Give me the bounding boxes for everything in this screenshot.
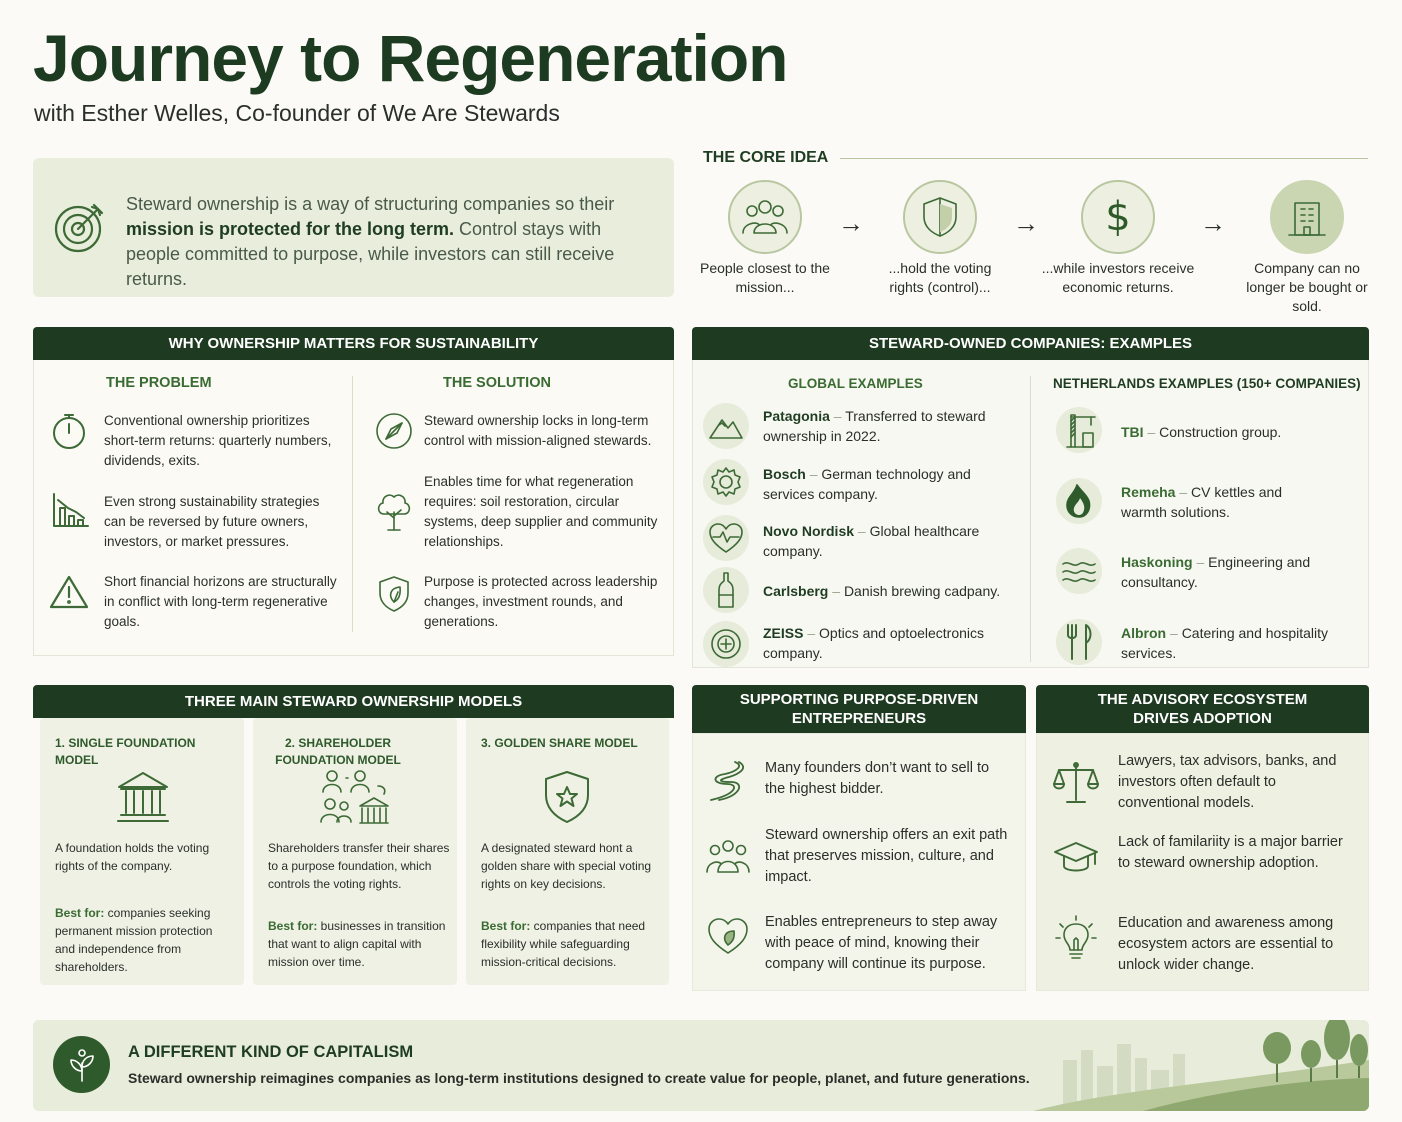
example-netherlands: Haskoning – Engineering and consultancy. — [1121, 554, 1311, 590]
model-description: A foundation holds the voting rights of … — [55, 841, 210, 873]
problem-text: Short financial horizons are structurall… — [104, 574, 337, 629]
cutlery-icon — [1056, 619, 1102, 665]
model-card — [40, 718, 244, 985]
divider — [840, 158, 1368, 159]
example-global: ZEISS – Optics and optoelectronics compa… — [763, 625, 985, 661]
mountain-icon — [703, 403, 749, 449]
lightbulb-icon — [1055, 914, 1097, 962]
waves-icon — [1056, 548, 1102, 594]
landscape-illustration — [1033, 1020, 1369, 1111]
model-best-for: Best for: companies that need flexibilit… — [481, 919, 646, 969]
why-bar: WHY OWNERSHIP MATTERS FOR SUSTAINABILITY — [33, 327, 674, 360]
advisory-text: Education and awareness among ecosystem … — [1118, 915, 1334, 973]
page-title: Journey to Regeneration — [33, 21, 788, 95]
example-global: Novo Nordisk – Global healthcare company… — [763, 523, 980, 559]
capitalism-banner — [33, 1020, 1369, 1111]
divider — [1030, 376, 1031, 662]
model-card — [466, 718, 669, 985]
crane-icon — [1056, 407, 1102, 453]
building-icon — [1270, 180, 1344, 254]
solution-text: Enables time for what regeneration requi… — [424, 474, 658, 549]
shield-icon — [903, 180, 977, 254]
supporting-panel — [692, 733, 1026, 991]
tree-icon — [374, 490, 414, 532]
sprout-icon — [53, 1036, 110, 1093]
stopwatch-icon — [50, 411, 88, 451]
graduation-cap-icon — [1053, 840, 1099, 874]
page-subtitle: with Esther Welles, Co-founder of We Are… — [34, 100, 560, 126]
arrow-icon: → — [1200, 208, 1226, 238]
scales-icon — [1053, 760, 1099, 804]
example-global: Patagonia – Transferred to steward owner… — [763, 408, 986, 444]
divider — [352, 376, 353, 632]
advisory-text: Lack of familariity is a major barrier t… — [1118, 834, 1343, 871]
models-bar: THREE MAIN STEWARD OWNERSHIP MODELS — [33, 685, 674, 718]
model-title: 3. GOLDEN SHARE MODEL — [481, 736, 638, 750]
example-global: Carlsberg – Danish brewing cadpany. — [763, 583, 1001, 599]
warning-icon — [49, 574, 89, 610]
foundation-building-icon — [115, 769, 171, 825]
declining-chart-icon — [50, 492, 90, 530]
example-global: Bosch – German technology and services c… — [763, 466, 971, 502]
target-icon — [54, 201, 106, 253]
model-best-for: Best for: businesses in transition that … — [268, 919, 446, 969]
model-card — [253, 718, 457, 985]
heart-leaf-icon — [707, 917, 749, 955]
global-heading: GLOBAL EXAMPLES — [788, 376, 923, 391]
netherlands-heading: NETHERLANDS EXAMPLES (150+ COMPANIES) — [1053, 376, 1361, 391]
definition-box — [33, 158, 674, 297]
solution-text: Purpose is protected across leadership c… — [424, 574, 658, 629]
definition-text: Steward ownership is a way of structurin… — [126, 194, 615, 289]
lens-icon — [703, 621, 749, 667]
model-best-for: Best for: companies seeking permanent mi… — [55, 906, 213, 974]
why-panel — [33, 358, 674, 656]
example-netherlands: TBI – Construction group. — [1121, 424, 1282, 440]
core-step-caption: ...hold the voting rights (control)... — [888, 260, 992, 295]
problem-text: Conventional ownership prioritizes short… — [104, 413, 332, 468]
shareholders-icon — [318, 768, 394, 826]
advisory-text: Lawyers, tax advisors, banks, and invest… — [1118, 753, 1337, 811]
arrow-icon: → — [838, 208, 864, 238]
dollar-icon: $ — [1081, 180, 1155, 254]
supporting-text: Steward ownership offers an exit path th… — [765, 827, 1008, 885]
star-shield-icon — [542, 769, 592, 825]
supporting-text: Enables entrepreneurs to step away with … — [765, 914, 998, 972]
heartbeat-icon — [703, 515, 749, 561]
examples-bar: STEWARD-OWNED COMPANIES: EXAMPLES — [692, 327, 1369, 360]
solution-heading: THE SOLUTION — [443, 375, 551, 391]
model-description: A designated steward hont a golden share… — [481, 841, 652, 891]
capitalism-text: Steward ownership reimagines companies a… — [128, 1070, 1030, 1086]
core-step-caption: ...while investors receive economic retu… — [1041, 260, 1195, 295]
group-icon — [706, 838, 750, 874]
model-title: 1. SINGLE FOUNDATION MODEL — [55, 736, 196, 767]
core-idea-heading: THE CORE IDEA — [703, 149, 829, 166]
capitalism-title: A DIFFERENT KIND OF CAPITALISM — [128, 1043, 414, 1061]
people-icon — [728, 180, 802, 254]
gear-icon — [703, 459, 749, 505]
problem-heading: THE PROBLEM — [106, 375, 212, 391]
compass-icon — [374, 411, 414, 451]
winding-path-icon — [705, 760, 749, 802]
arrow-icon: → — [1013, 208, 1039, 238]
problem-text: Even strong sustainability strategies ca… — [104, 494, 320, 549]
flame-icon — [1056, 478, 1102, 524]
core-step-caption: People closest to the mission... — [700, 260, 830, 295]
core-step-caption: Company can no longer be bought or sold. — [1246, 260, 1368, 314]
solution-text: Steward ownership locks in long-term con… — [424, 413, 652, 448]
model-title: 2. SHAREHOLDER FOUNDATION MODEL — [275, 736, 401, 767]
model-description: Shareholders transfer their shares to a … — [268, 841, 450, 891]
shield-leaf-icon — [376, 574, 412, 614]
bottle-icon — [703, 567, 749, 613]
example-netherlands: Albron – Catering and hospitality servic… — [1121, 625, 1328, 661]
supporting-text: Many founders don’t want to sell to the … — [765, 760, 990, 797]
example-netherlands: Remeha – CV kettles and warmth solutions… — [1121, 484, 1283, 520]
